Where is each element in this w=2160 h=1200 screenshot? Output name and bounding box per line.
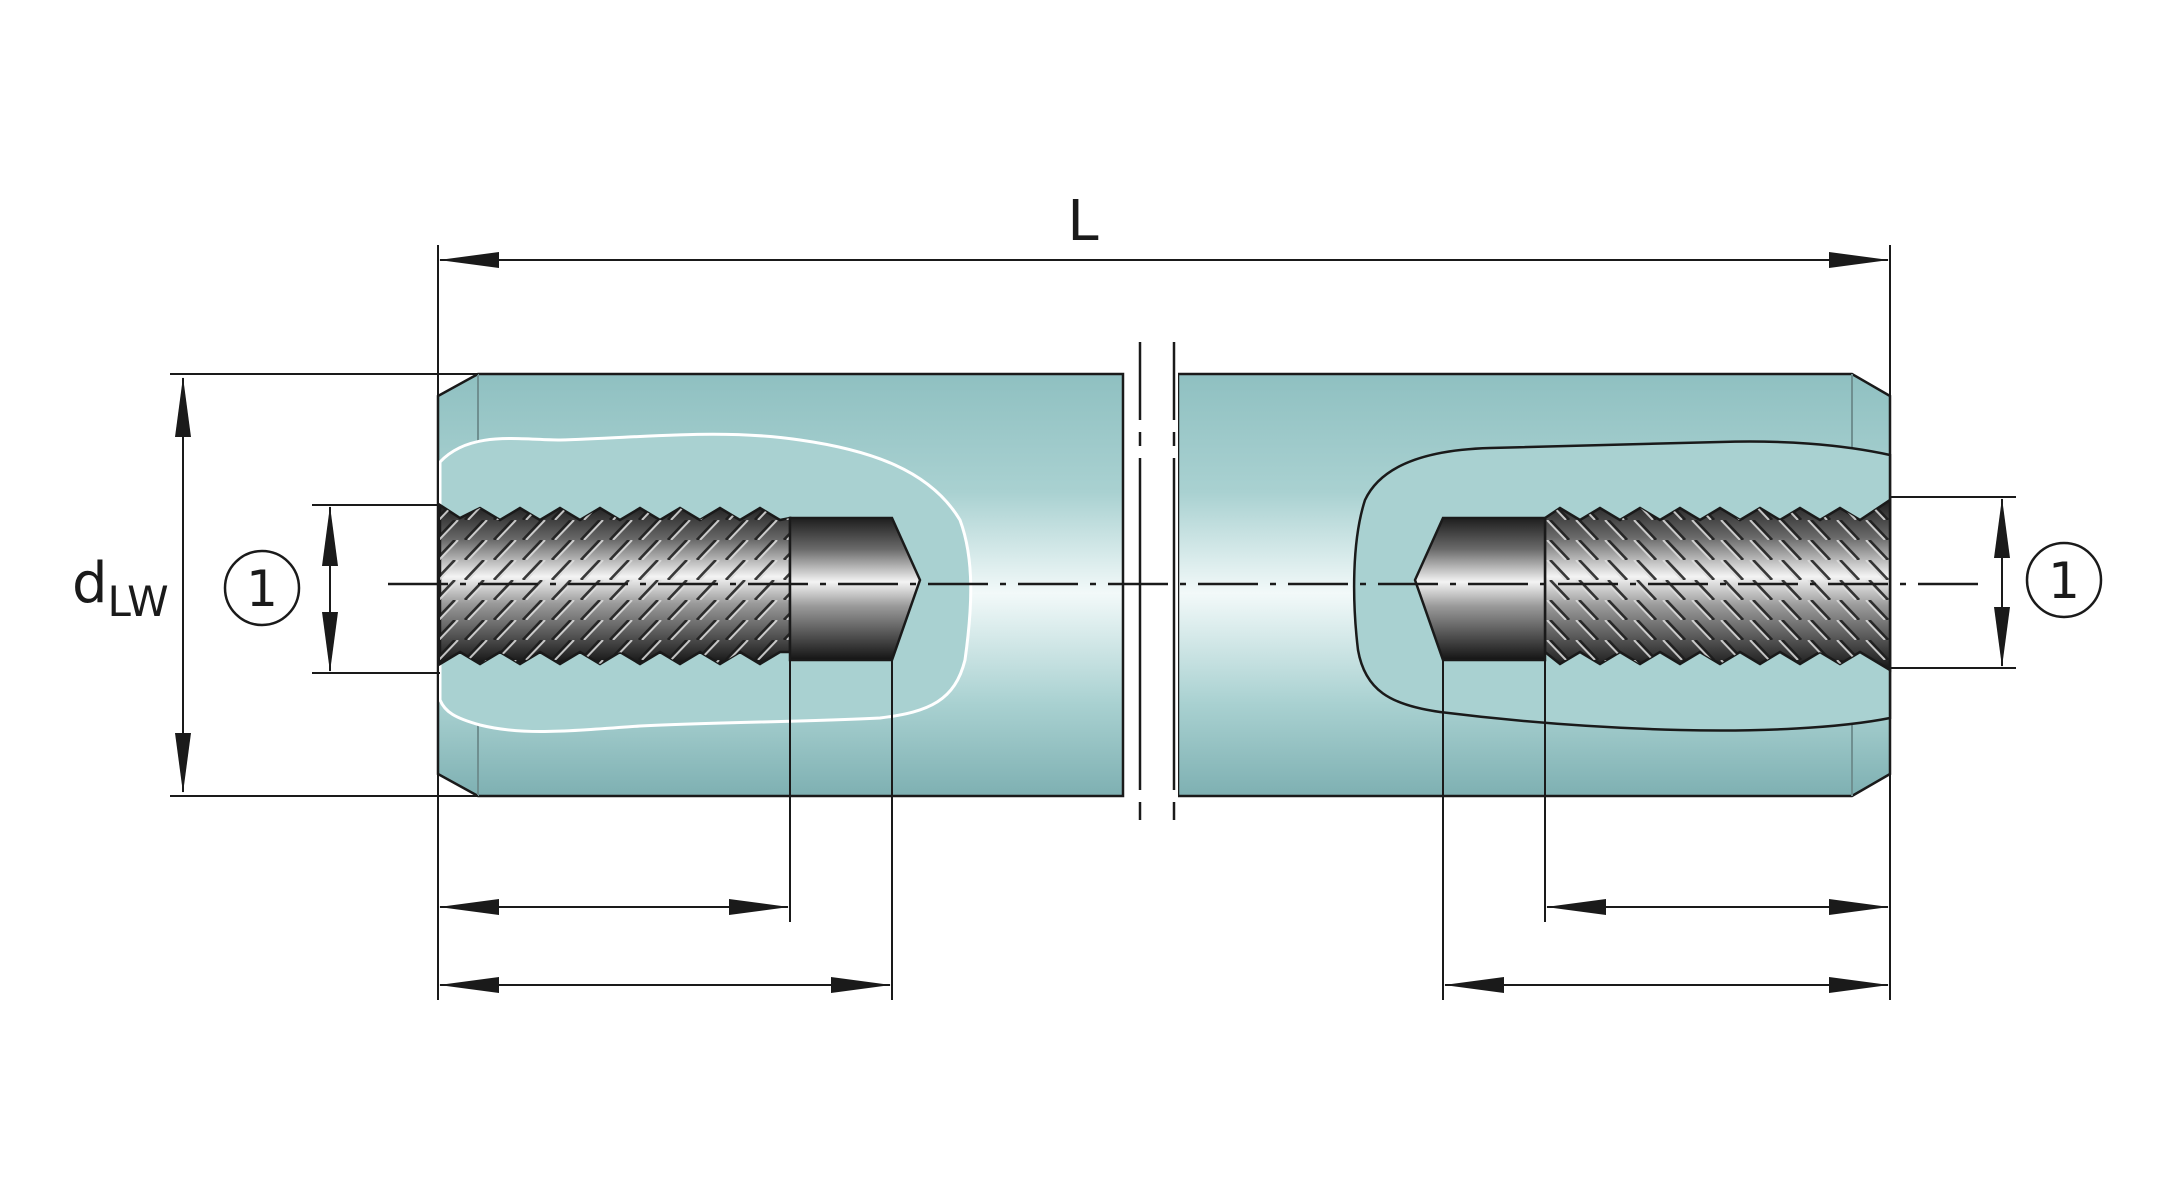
dimension-lines bbox=[175, 252, 2010, 993]
callout-left-number: 1 bbox=[246, 560, 278, 618]
diameter-label: dLW bbox=[72, 551, 169, 626]
thread-right bbox=[1543, 497, 1892, 673]
callout-right: 1 bbox=[2025, 541, 2103, 619]
callout-right-number: 1 bbox=[2048, 552, 2080, 610]
extension-lines bbox=[170, 245, 2016, 1000]
diameter-label-sub: LW bbox=[108, 577, 169, 626]
length-label: L bbox=[1067, 189, 1098, 254]
pilot-right bbox=[1413, 516, 1547, 662]
callout-left: 1 bbox=[223, 549, 301, 627]
diameter-label-main: d bbox=[72, 551, 108, 616]
break-lines bbox=[1138, 342, 1176, 820]
pilot-left bbox=[788, 516, 922, 662]
